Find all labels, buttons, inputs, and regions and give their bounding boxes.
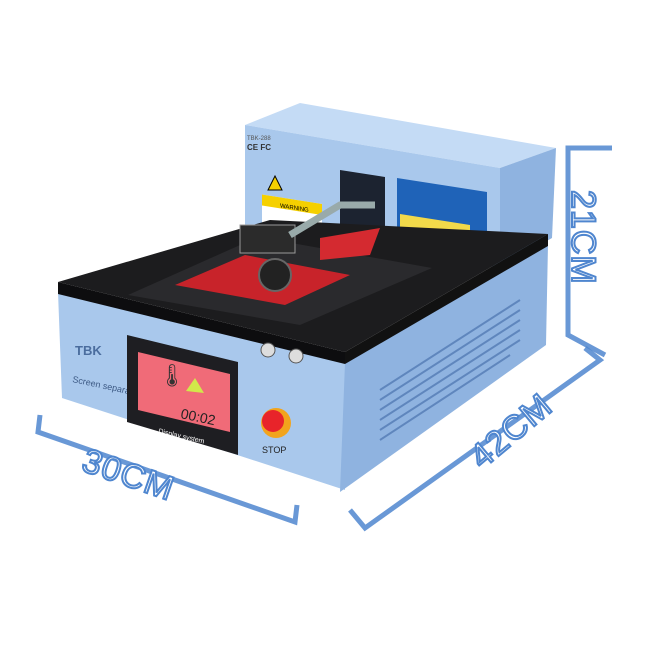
height-dimension — [565, 145, 612, 358]
width-dimension — [35, 414, 300, 526]
thermometer-icon: 🌡 — [158, 363, 186, 388]
height-label: 21CM — [564, 190, 602, 285]
stop-label: STOP — [262, 445, 286, 455]
alert-icon — [186, 378, 204, 393]
warning-text: WARNING — [280, 203, 309, 214]
clamp-head — [239, 224, 296, 254]
width-label: 30CM — [77, 442, 179, 509]
cert-marks: CE FC — [247, 143, 271, 152]
display-screen — [138, 352, 230, 432]
vacuum-cup — [258, 258, 292, 292]
warning-icon — [267, 174, 283, 191]
brand-logo: TBK — [75, 343, 102, 358]
display-time: 00:02 — [179, 405, 217, 428]
stop-button[interactable] — [261, 408, 291, 438]
model-text: TBK-288 — [247, 136, 271, 142]
depth-label: 42CM — [463, 386, 560, 476]
arm — [288, 201, 375, 239]
depth-dimension — [348, 346, 605, 532]
